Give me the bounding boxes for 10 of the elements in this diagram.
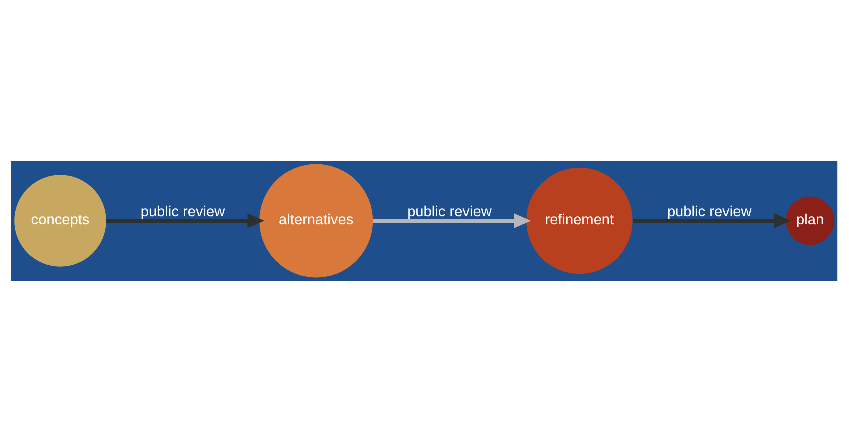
edge-label: public review — [408, 204, 492, 220]
arrow — [106, 213, 265, 228]
node-circle: concepts — [14, 174, 106, 266]
node-circle: plan — [786, 196, 835, 245]
arrow — [633, 213, 792, 228]
arrow — [373, 213, 532, 228]
edge-label: public review — [140, 204, 226, 220]
node-circle: alternatives — [260, 164, 374, 278]
edge-label: public review — [667, 204, 752, 220]
node-circle: refinement — [526, 167, 633, 274]
